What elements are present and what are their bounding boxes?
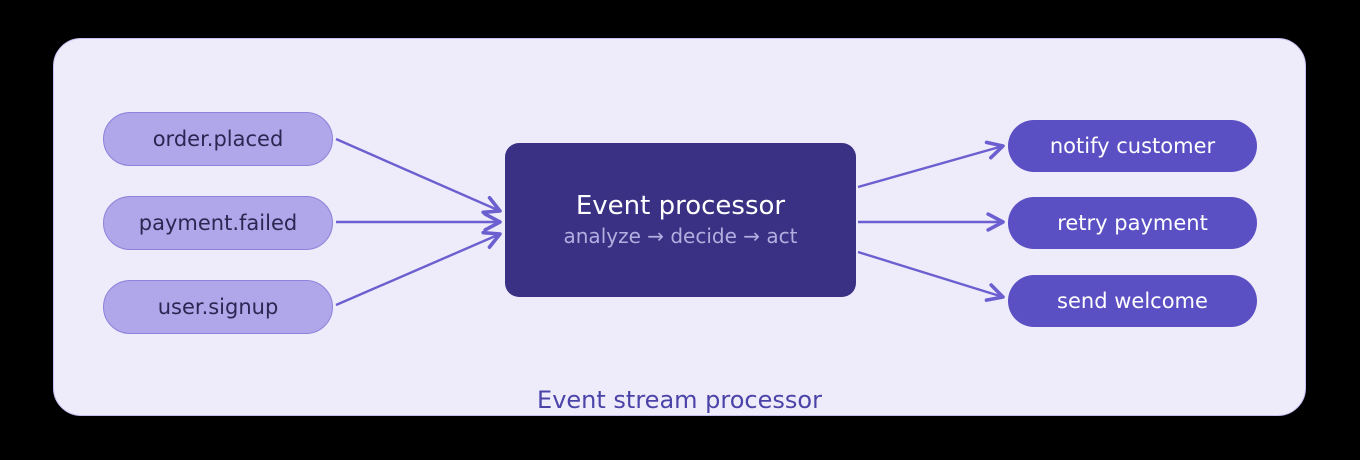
- event-node-label: user.signup: [157, 295, 279, 319]
- event-node-payment-failed[interactable]: payment.failed: [103, 196, 333, 250]
- event-node-order-placed[interactable]: order.placed: [103, 112, 333, 166]
- action-node-label: send welcome: [1057, 289, 1208, 313]
- action-node-label: notify customer: [1049, 134, 1216, 158]
- action-node-notify-customer[interactable]: notify customer: [1008, 120, 1257, 172]
- processor-subtitle: analyze → decide → act: [563, 224, 798, 249]
- action-node-send-welcome[interactable]: send welcome: [1008, 275, 1257, 327]
- action-node-label: retry payment: [1057, 211, 1208, 235]
- event-node-label: payment.failed: [138, 211, 298, 235]
- action-node-retry-payment[interactable]: retry payment: [1008, 197, 1257, 249]
- processor-node[interactable]: Event processor analyze → decide → act: [505, 143, 856, 297]
- event-node-user-signup[interactable]: user.signup: [103, 280, 333, 334]
- processor-title: Event processor: [575, 190, 786, 221]
- event-node-label: order.placed: [152, 127, 284, 151]
- diagram-caption: Event stream processor: [537, 386, 822, 414]
